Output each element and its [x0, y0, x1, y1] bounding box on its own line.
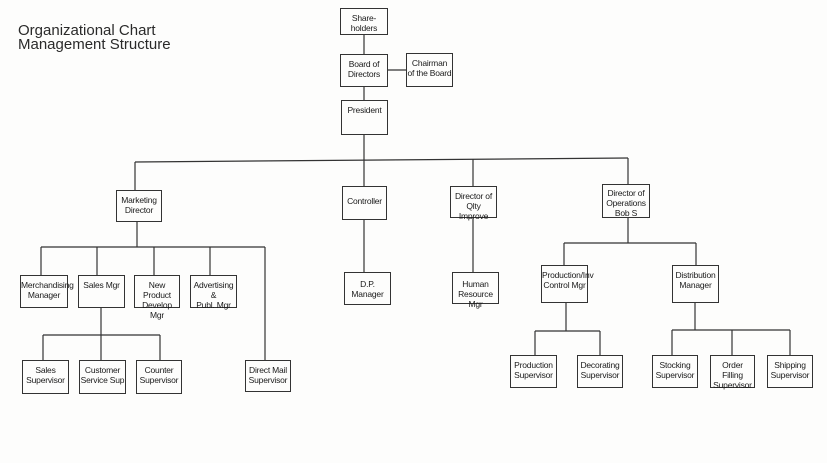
chart-title: Organizational Chart Management Structur…: [18, 22, 171, 53]
node-label-line: Sales: [35, 365, 56, 375]
node-label-line: Director of: [454, 191, 492, 201]
node-label-line: Customer: [84, 365, 121, 375]
node-label-line: Board of: [348, 59, 380, 69]
node-label-line: Supervisor: [248, 375, 288, 385]
connector-line: [134, 157, 629, 163]
node-label-line: Supervisor: [514, 370, 553, 380]
node-label-line: Bob S: [614, 208, 638, 218]
node-label-line: Manager: [351, 289, 384, 299]
chart-title-line2: Management Structure: [18, 36, 171, 53]
node-label-line: Qlty Improve: [458, 201, 489, 221]
node-label-line: Director of: [607, 188, 645, 198]
node-label-line: Supervisor: [26, 375, 65, 385]
node-label-line: D.P.: [360, 279, 375, 289]
node-label-line: Manager: [679, 280, 712, 290]
node-label-line: Chairman: [411, 58, 448, 68]
node-label-line: Manager: [27, 290, 61, 300]
chart-title-line1: Organizational Chart: [18, 22, 156, 39]
node-label-line: Order Filling: [722, 360, 743, 380]
node-label-line: Supervisor: [655, 370, 695, 380]
node-label-line: Supervisor: [770, 370, 810, 380]
node-label-line: Counter: [144, 365, 174, 375]
node-label-line: Operations: [606, 198, 646, 208]
node-label-line: Supervisor: [580, 370, 620, 380]
node-label-line: Distribution: [675, 270, 716, 280]
node-label-line: holders: [350, 23, 378, 33]
node-label-line: Supervisor: [139, 375, 179, 385]
node-label-line: Service Sup: [80, 375, 125, 385]
node-label-line: Advertising &: [193, 280, 234, 300]
node-label-line: Human: [462, 279, 489, 289]
node-label-line: Marketing: [121, 195, 157, 205]
node-label-line: Share-: [351, 13, 377, 23]
node-label-line: Supervisor: [713, 380, 752, 390]
node-label-line: Directors: [347, 69, 381, 79]
node-label-line: Develop Mgr: [142, 300, 172, 320]
node-label-line: New Product: [143, 280, 171, 300]
node-label-line: Decorating: [580, 360, 620, 370]
node-controller: Controller: [342, 186, 387, 220]
node-label-line: Control Mgr: [543, 280, 586, 290]
node-label-line: Production: [514, 360, 553, 370]
node-label-line: Direct Mail: [249, 365, 287, 375]
node-label-line: President: [347, 105, 382, 115]
node-label-line: Controller: [347, 196, 382, 206]
node-label-line: Merchandising: [21, 280, 74, 290]
node-label-line: Production/Inv: [542, 270, 594, 280]
node-president: President: [341, 100, 388, 135]
node-label-line: Sales Mgr: [83, 280, 120, 290]
node-label-line: Publ. Mgr: [196, 300, 231, 310]
node-dp-manager: D.P.Manager: [344, 272, 391, 305]
node-label-line: Director: [124, 205, 154, 215]
node-label-line: of the Board: [407, 68, 452, 78]
node-shareholders: Share-holders: [340, 8, 388, 35]
node-label-line: Shipping: [774, 360, 806, 370]
node-label-line: Resource Mgr: [458, 289, 493, 309]
node-advertising-mgr: Advertising &Publ. Mgr: [190, 275, 237, 310]
node-label-line: Stocking: [659, 360, 691, 370]
node-sales-mgr: Sales Mgr: [78, 275, 125, 308]
